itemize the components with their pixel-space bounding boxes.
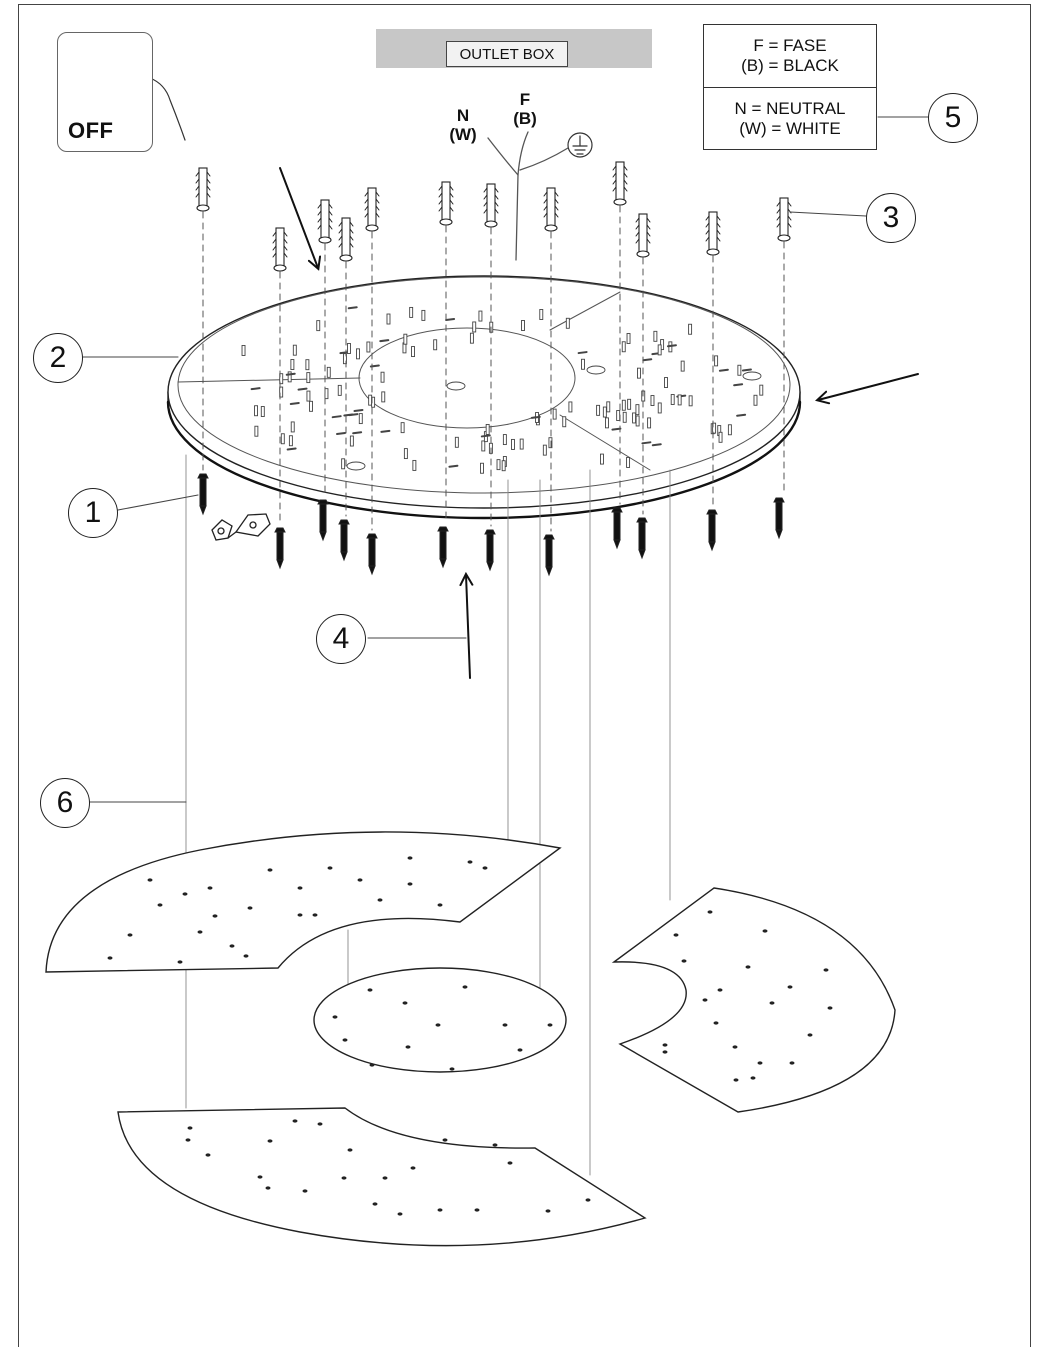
callout-leaders (81, 116, 929, 803)
outlet-box-label: OUTLET BOX (446, 41, 568, 67)
screw-icon (274, 527, 286, 570)
wall-anchor-icon (483, 183, 499, 228)
wall-anchor-icon (635, 213, 651, 258)
screw-icon (773, 497, 785, 540)
neutral-wire-label: N (W) (446, 106, 480, 144)
legend-neutral-line1: N = NEUTRAL (734, 99, 846, 118)
wall-anchor-icon (338, 217, 354, 262)
wall-anchor-icon (612, 161, 628, 206)
callout-1: 1 (68, 488, 118, 538)
screw-icon (317, 499, 329, 542)
callout-2: 2 (33, 333, 83, 383)
screw-icon (437, 526, 449, 569)
page-frame (18, 4, 1031, 1347)
cover-panel-upper-left (45, 831, 562, 973)
screw-icon (197, 473, 209, 516)
screw-icon (706, 509, 718, 552)
callout-3: 3 (866, 193, 916, 243)
screw-icon (338, 519, 350, 562)
power-off-notice (57, 32, 153, 152)
wall-anchor-icon (364, 187, 380, 232)
wire-legend: F = FASE (B) = BLACK N = NEUTRAL (W) = W… (703, 24, 877, 150)
alignment-lines (185, 454, 671, 1176)
callout-5: 5 (928, 93, 978, 143)
screw-icon (543, 534, 555, 577)
neutral-color-code: (W) (449, 125, 477, 144)
screw-icon (484, 529, 496, 572)
wall-anchor-icon (195, 167, 211, 212)
direction-arrows (279, 167, 919, 679)
mounting-bracket-icon (211, 513, 271, 541)
wall-anchor-icon (543, 187, 559, 232)
legend-phase: F = FASE (B) = BLACK (704, 25, 876, 88)
wall-anchor-icon (438, 181, 454, 226)
wall-anchor-icon (272, 227, 288, 272)
wall-anchor-icon (317, 199, 333, 244)
ground-symbol-icon (567, 132, 593, 158)
screw-icon (611, 507, 623, 550)
canopy-ring (166, 275, 802, 520)
power-off-label: OFF (68, 118, 114, 143)
callout-6: 6 (40, 778, 90, 828)
legend-neutral-line2: (W) = WHITE (739, 119, 841, 138)
wall-anchor-icon (776, 197, 792, 242)
cover-panel-lower (117, 1107, 647, 1247)
legend-neutral: N = NEUTRAL (W) = WHITE (704, 88, 876, 150)
wall-anchor-icon (705, 211, 721, 256)
neutral-letter: N (456, 106, 470, 125)
hardware-group (195, 161, 792, 577)
legend-phase-line2: (B) = BLACK (741, 56, 839, 75)
callout-4: 4 (316, 614, 366, 664)
phase-wire-label: F (B) (508, 90, 542, 128)
phase-letter: F (519, 90, 531, 109)
phase-color-code: (B) (513, 109, 537, 128)
cover-panel-center (313, 967, 567, 1073)
cover-panel-right (611, 887, 896, 1113)
screw-icon (366, 533, 378, 576)
supply-wires (487, 131, 569, 261)
screw-icon (636, 517, 648, 560)
legend-phase-line1: F = FASE (753, 36, 827, 55)
